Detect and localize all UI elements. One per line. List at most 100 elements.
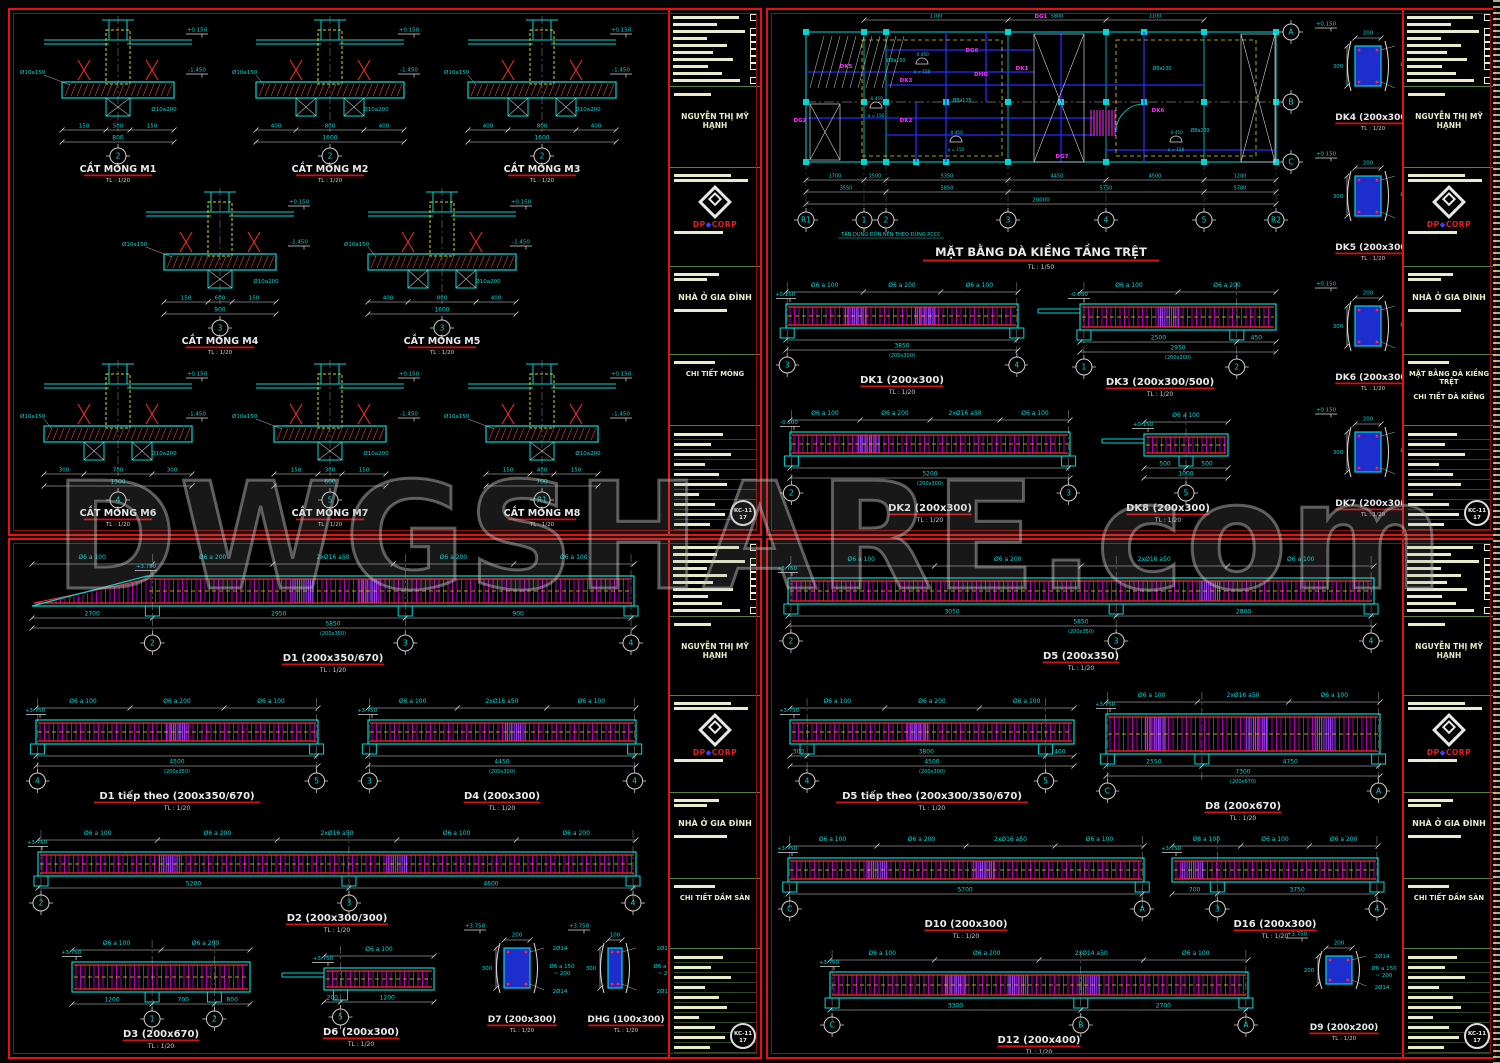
svg-text:DK6: DK6 bbox=[1152, 108, 1165, 114]
owner-name: NGUYỄN THỊ MỸ HẠNH bbox=[1415, 112, 1483, 131]
svg-text:Ø6 a 200: Ø6 a 200 bbox=[888, 282, 916, 289]
svg-text:4: 4 bbox=[35, 777, 40, 786]
svg-text:Ø6 a 150: Ø6 a 150 bbox=[653, 963, 668, 970]
svg-text:200: 200 bbox=[1363, 417, 1374, 423]
svg-text:DG1: DG1 bbox=[1035, 14, 1048, 20]
svg-text:(200x300): (200x300) bbox=[919, 769, 945, 775]
svg-text:+3.750: +3.750 bbox=[778, 846, 798, 852]
svg-text:2xØ16 a50: 2xØ16 a50 bbox=[994, 836, 1027, 843]
svg-text:Ø10a150: Ø10a150 bbox=[444, 413, 470, 420]
svg-text:Ø6 a 100: Ø6 a 100 bbox=[1261, 836, 1289, 843]
svg-text:TL : 1/20: TL : 1/20 bbox=[317, 522, 343, 528]
svg-text:B: B bbox=[1078, 1021, 1083, 1030]
svg-text:Ø10a150: Ø10a150 bbox=[232, 69, 258, 76]
svg-text:TL : 1/20: TL : 1/20 bbox=[888, 389, 916, 396]
svg-text:5: 5 bbox=[1043, 777, 1048, 786]
svg-text:-0.450: -0.450 bbox=[1169, 130, 1183, 135]
svg-text:2: 2 bbox=[212, 1015, 217, 1024]
svg-text:+0.150: +0.150 bbox=[1316, 408, 1337, 414]
svg-text:100: 100 bbox=[610, 933, 621, 939]
svg-text:CẮT MÓNG M5: CẮT MÓNG M5 bbox=[404, 334, 481, 347]
svg-text:4: 4 bbox=[116, 496, 121, 505]
svg-text:4: 4 bbox=[1014, 361, 1019, 370]
title-block-fields bbox=[1404, 10, 1494, 86]
svg-text:5: 5 bbox=[1184, 489, 1189, 498]
svg-text:2Ø14: 2Ø14 bbox=[1375, 984, 1390, 991]
svg-text:1: 1 bbox=[862, 216, 867, 225]
svg-text:Ø6 a 200: Ø6 a 200 bbox=[918, 698, 946, 705]
svg-text:-1.450: -1.450 bbox=[400, 412, 418, 418]
svg-text:Ø6 a 100: Ø6 a 100 bbox=[1086, 836, 1114, 843]
svg-text:5350: 5350 bbox=[941, 174, 954, 180]
svg-text:TL : 1/20: TL : 1/20 bbox=[147, 1043, 175, 1050]
svg-text:700: 700 bbox=[113, 468, 124, 474]
svg-text:DK5: DK5 bbox=[840, 64, 853, 70]
svg-text:600: 600 bbox=[324, 479, 336, 486]
svg-text:-0.050: -0.050 bbox=[1070, 292, 1088, 298]
svg-text:700: 700 bbox=[1189, 887, 1201, 894]
svg-text:2Ø14: 2Ø14 bbox=[1375, 953, 1390, 960]
svg-text:800: 800 bbox=[437, 296, 448, 302]
svg-text:+3.750: +3.750 bbox=[569, 924, 590, 930]
svg-text:a = 150: a = 150 bbox=[914, 69, 931, 74]
svg-text:Ø6 a 100: Ø6 a 100 bbox=[1138, 692, 1166, 699]
svg-text:2800: 2800 bbox=[1236, 609, 1251, 616]
project-block: NHÀ Ở GIA ĐÌNH bbox=[1404, 265, 1494, 354]
svg-text:DK2 (200x300): DK2 (200x300) bbox=[888, 503, 972, 514]
svg-text:(200x670): (200x670) bbox=[1230, 779, 1256, 785]
svg-text:1200: 1200 bbox=[380, 995, 395, 1002]
sheet-title: CHI TIẾT MÓNG bbox=[685, 369, 745, 378]
svg-text:Ø6 a 100: Ø6 a 100 bbox=[257, 698, 285, 705]
svg-text:150: 150 bbox=[503, 468, 514, 474]
svg-text:DK6 (200x300): DK6 (200x300) bbox=[1335, 373, 1402, 383]
svg-text:Ø6 a 200: Ø6 a 200 bbox=[994, 556, 1022, 563]
svg-text:150: 150 bbox=[79, 124, 90, 130]
svg-text:Ø10a200: Ø10a200 bbox=[253, 278, 279, 285]
svg-text:CẮT MÓNG M6: CẮT MÓNG M6 bbox=[80, 506, 157, 519]
svg-text:7300: 7300 bbox=[1235, 769, 1250, 776]
svg-text:CẮT MÓNG M4: CẮT MÓNG M4 bbox=[182, 334, 259, 347]
diamond-icon: ◆ bbox=[705, 219, 712, 229]
svg-text:(200x300): (200x300) bbox=[1165, 355, 1191, 361]
svg-text:300: 300 bbox=[482, 966, 493, 972]
svg-text:200: 200 bbox=[512, 933, 523, 939]
svg-text:DHG (100x300): DHG (100x300) bbox=[587, 1015, 664, 1025]
svg-text:+0.150: +0.150 bbox=[511, 200, 532, 206]
svg-text:4: 4 bbox=[805, 777, 810, 786]
svg-text:DK4 (200x300): DK4 (200x300) bbox=[1335, 113, 1402, 123]
svg-text:150: 150 bbox=[249, 296, 260, 302]
svg-text:R2: R2 bbox=[1271, 216, 1281, 225]
svg-text:Ø10a150: Ø10a150 bbox=[444, 69, 470, 76]
svg-text:TL : 1/20: TL : 1/20 bbox=[916, 517, 944, 524]
svg-text:CẮT MÓNG M1: CẮT MÓNG M1 bbox=[80, 162, 157, 175]
svg-text:DK5 (200x300): DK5 (200x300) bbox=[1335, 243, 1402, 253]
svg-text:B: B bbox=[1288, 98, 1293, 107]
svg-text:5750: 5750 bbox=[1100, 186, 1113, 192]
svg-text:2: 2 bbox=[884, 216, 889, 225]
svg-text:Ø6 a 100: Ø6 a 100 bbox=[103, 940, 131, 947]
project-name: NHÀ Ở GIA ĐÌNH bbox=[1412, 819, 1486, 829]
svg-text:+3.750: +3.750 bbox=[62, 950, 82, 956]
svg-text:D10 (200x300): D10 (200x300) bbox=[924, 919, 1007, 930]
svg-text:~ 200: ~ 200 bbox=[1376, 973, 1393, 979]
svg-text:(200x350): (200x350) bbox=[320, 631, 346, 637]
svg-text:400: 400 bbox=[491, 296, 502, 302]
company-block: DP◆CORP bbox=[670, 166, 760, 266]
svg-text:Ø10a200: Ø10a200 bbox=[151, 106, 177, 113]
svg-text:300: 300 bbox=[59, 468, 70, 474]
svg-text:Ø8 a 100: Ø8 a 100 bbox=[1193, 836, 1221, 843]
svg-text:5200: 5200 bbox=[922, 471, 937, 478]
svg-text:200: 200 bbox=[1363, 291, 1374, 297]
svg-text:150: 150 bbox=[359, 468, 370, 474]
svg-text:300: 300 bbox=[793, 749, 805, 756]
diamond-icon: ◆ bbox=[705, 747, 712, 757]
svg-text:Ø6 a 200: Ø6 a 200 bbox=[1213, 282, 1241, 289]
sheet-floor-beam-details-2: Ø6 a 100 Ø6 a 200 2xØ16 a50 Ø6 a 100 +3.750 3… bbox=[766, 538, 1496, 1059]
